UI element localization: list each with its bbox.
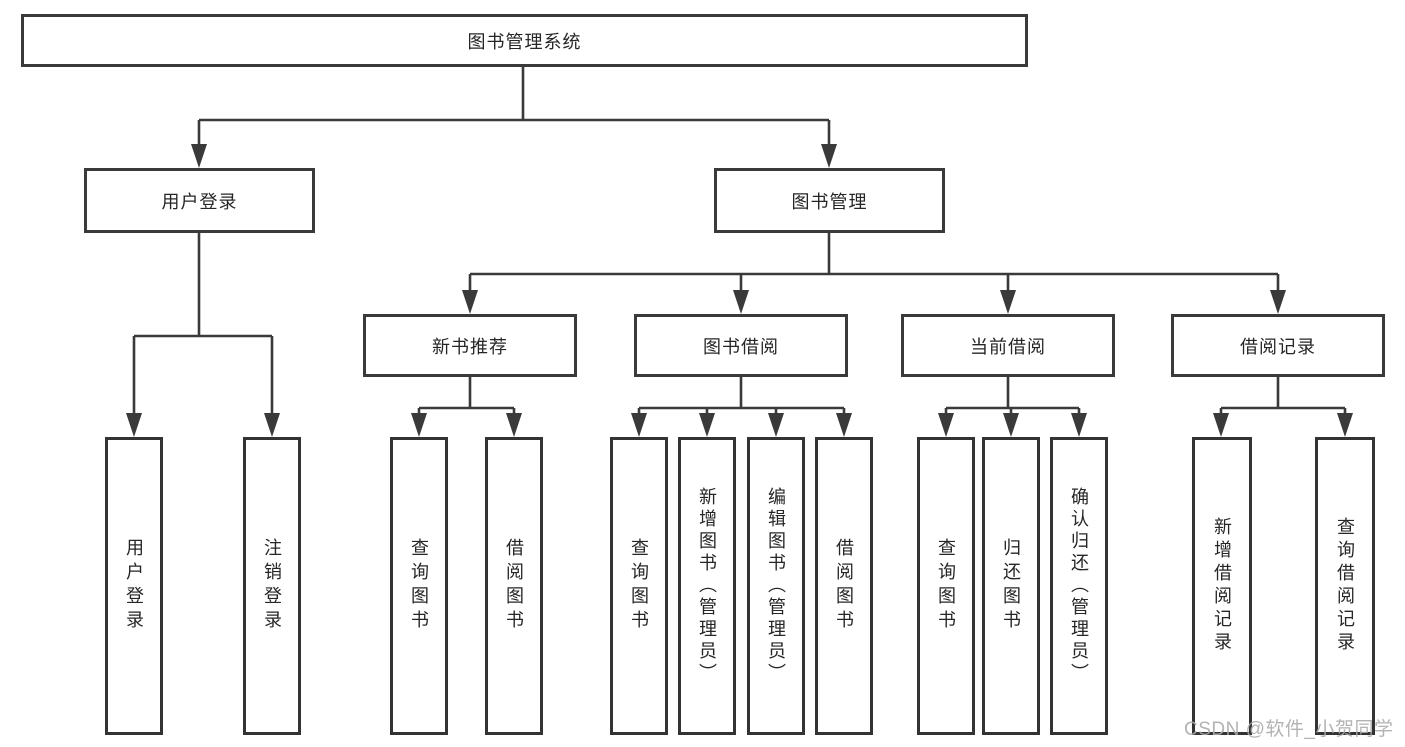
leaf-query-books-recommend: 查询图书 (390, 437, 448, 735)
node-book-management: 图书管理 (714, 168, 945, 233)
leaf-add-borrow-record: 新增借阅记录 (1192, 437, 1252, 735)
leaf-return-books: 归还图书 (982, 437, 1040, 735)
leaf-edit-books-admin: 编辑图书（管理员） (747, 437, 805, 735)
leaf-user-login: 用户登录 (105, 437, 163, 735)
arrowheads (126, 144, 1353, 437)
node-current-borrowing: 当前借阅 (901, 314, 1115, 377)
leaf-query-books-current: 查询图书 (917, 437, 975, 735)
leaf-borrow-books-borrowing: 借阅图书 (815, 437, 873, 735)
node-borrowing-records: 借阅记录 (1171, 314, 1385, 377)
node-new-book-recommend: 新书推荐 (363, 314, 577, 377)
leaf-logout: 注销登录 (243, 437, 301, 735)
node-library-management-system: 图书管理系统 (21, 14, 1028, 67)
leaf-query-books-borrowing: 查询图书 (610, 437, 668, 735)
leaf-confirm-return-admin: 确认归还（管理员） (1050, 437, 1108, 735)
leaf-borrow-books-recommend: 借阅图书 (485, 437, 543, 735)
csdn-watermark: CSDN @软件_小贺同学 (1184, 719, 1394, 740)
node-user-login: 用户登录 (84, 168, 315, 233)
leaf-add-books-admin: 新增图书（管理员） (678, 437, 736, 735)
leaf-query-borrow-record: 查询借阅记录 (1315, 437, 1375, 735)
node-book-borrowing: 图书借阅 (634, 314, 848, 377)
